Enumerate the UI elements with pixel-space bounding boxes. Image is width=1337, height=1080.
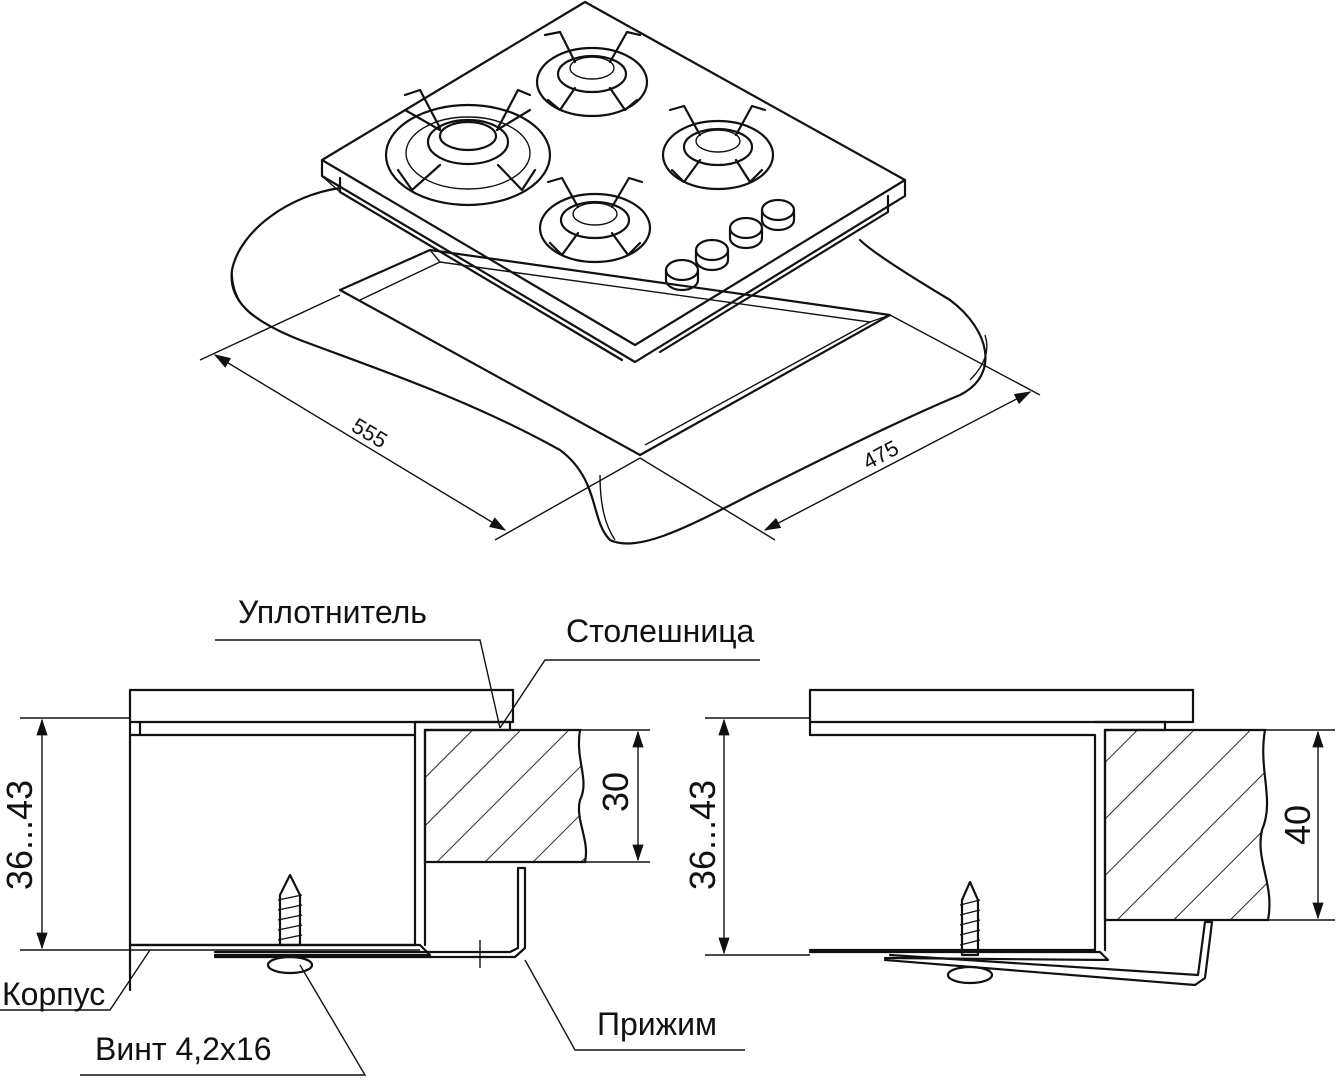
dim-height-left: 36...43 (0, 780, 40, 890)
dim-475-label: 475 (859, 435, 903, 474)
screw-right (946, 880, 994, 985)
section-left: Уплотнитель Столешница Корпус Винт 4,2x1… (0, 594, 760, 1076)
countertop-section-left (423, 728, 588, 864)
label-screw: Винт 4,2x16 (95, 1031, 272, 1067)
label-body: Корпус (2, 976, 105, 1012)
burner-front (538, 176, 652, 264)
burner-top (535, 30, 649, 118)
hob-top (320, 0, 907, 347)
label-clamp: Прижим (597, 1006, 717, 1042)
label-seal: Уплотнитель (238, 594, 427, 630)
section-right: 36...43 40 (682, 688, 1335, 987)
dim-thickness-left: 30 (595, 772, 636, 812)
dim-thickness-right: 40 (1277, 805, 1318, 845)
clamp-right (883, 920, 1214, 987)
countertop-section-right (1103, 728, 1271, 922)
burner-right (661, 104, 775, 191)
control-knobs (664, 198, 796, 292)
screw-left (266, 873, 314, 975)
countertop-outline (230, 186, 987, 545)
label-countertop: Столешница (566, 613, 755, 649)
dim-555-label: 555 (347, 413, 391, 453)
cutout (338, 248, 892, 457)
clamp-left (213, 866, 527, 959)
isometric-view: 555 475 (199, 0, 1041, 545)
dim-height-right: 36...43 (682, 780, 723, 890)
dimension-475: 475 (639, 314, 1041, 541)
burner-large (384, 88, 552, 207)
